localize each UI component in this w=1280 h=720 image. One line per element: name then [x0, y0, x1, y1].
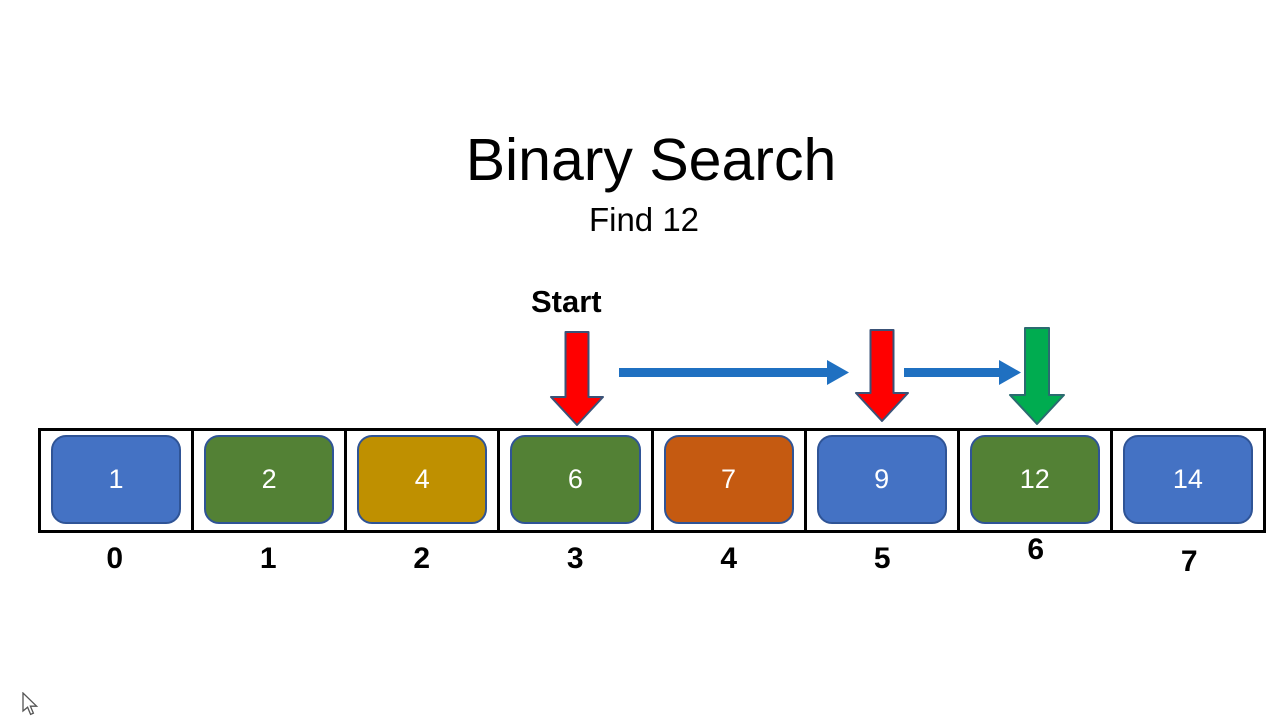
index-label: 7 [1180, 545, 1198, 578]
index-label: 5 [873, 542, 891, 575]
page-title: Binary Search [465, 127, 837, 193]
step-right-arrow-1-icon [619, 360, 849, 385]
array-cell: 1 [41, 431, 191, 530]
index-label: 2 [413, 542, 431, 575]
index-row: 0 1 2 3 4 5 6 7 [38, 533, 1266, 578]
array-value-box: 4 [357, 435, 488, 524]
array-value-box: 9 [816, 435, 947, 524]
start-label: Start [531, 284, 602, 319]
array-value-box: 7 [663, 435, 794, 524]
index-label: 0 [106, 542, 124, 575]
array-value-box: 1 [51, 435, 182, 524]
array-value-box: 14 [1122, 435, 1253, 524]
array-cell: 14 [1109, 431, 1263, 530]
array-cell: 9 [803, 431, 957, 530]
index-label: 4 [720, 542, 738, 575]
array-cell: 4 [344, 431, 497, 530]
array-value-box: 2 [204, 435, 335, 524]
array-value-box: 12 [969, 435, 1100, 524]
found-down-arrow-icon [1009, 327, 1065, 425]
index-label: 6 [1027, 533, 1045, 566]
slide-subtitle: Find 12 [588, 201, 700, 238]
index-label: 1 [259, 542, 277, 575]
array-cell: 12 [956, 431, 1110, 530]
mouse-cursor-icon [22, 692, 39, 716]
array-cell: 2 [191, 431, 344, 530]
mid-down-arrow-icon [855, 329, 909, 422]
array-cell: 7 [650, 431, 804, 530]
array-value-box: 6 [510, 435, 641, 524]
array-container: 1 2 4 6 7 9 12 14 [38, 428, 1266, 533]
start-down-arrow-icon [550, 331, 604, 426]
index-label: 3 [566, 542, 584, 575]
array-cell: 6 [497, 431, 650, 530]
step-right-arrow-2-icon [904, 360, 1021, 385]
